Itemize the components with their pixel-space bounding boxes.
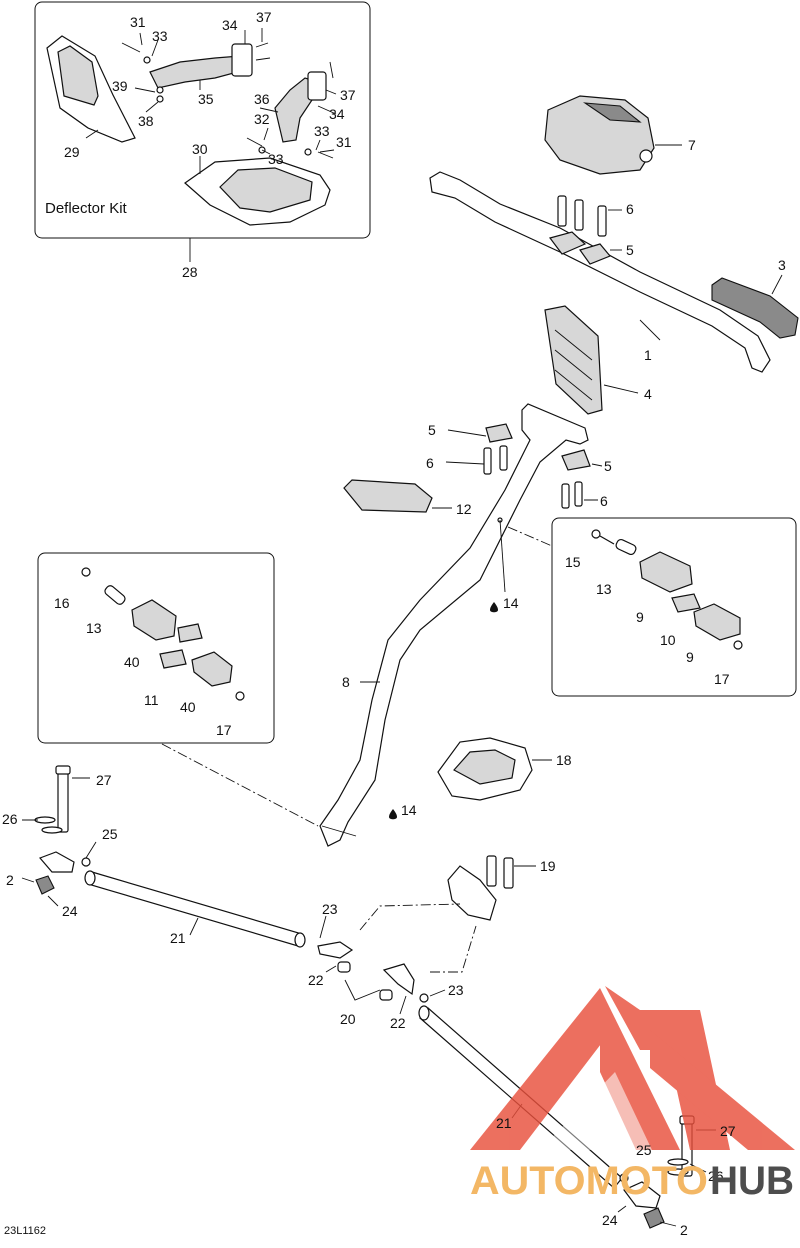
callout-22: 22 bbox=[390, 1015, 406, 1031]
callout-27: 27 bbox=[720, 1123, 736, 1139]
callout-9: 9 bbox=[686, 649, 694, 665]
lubricant-drop-icon bbox=[389, 809, 397, 820]
callout-12: 12 bbox=[456, 501, 472, 517]
callout-19: 19 bbox=[540, 858, 556, 874]
callout-17: 17 bbox=[714, 671, 730, 687]
column-detail-inset-left bbox=[37, 552, 319, 827]
callout-4: 4 bbox=[644, 386, 652, 402]
callout-21: 21 bbox=[170, 930, 186, 946]
callout-31: 31 bbox=[130, 14, 146, 30]
callout-5: 5 bbox=[604, 458, 612, 474]
callout-33: 33 bbox=[152, 28, 168, 44]
callout-33: 33 bbox=[314, 123, 330, 139]
callout-16: 16 bbox=[54, 595, 70, 611]
clamp-bolts-top bbox=[548, 195, 622, 265]
callout-18: 18 bbox=[556, 752, 572, 768]
callout-34: 34 bbox=[329, 106, 345, 122]
callout-24: 24 bbox=[62, 903, 78, 919]
centre-hardware bbox=[317, 855, 536, 1015]
callout-5: 5 bbox=[428, 422, 436, 438]
callout-24: 24 bbox=[602, 1212, 618, 1228]
callout-25: 25 bbox=[636, 1142, 652, 1158]
callout-23: 23 bbox=[322, 901, 338, 917]
callout-31: 31 bbox=[336, 134, 352, 150]
callout-38: 38 bbox=[138, 113, 154, 129]
deflector-left-part bbox=[46, 35, 136, 143]
handlebar-pad-part bbox=[544, 95, 682, 175]
callout-13: 13 bbox=[86, 620, 102, 636]
watermark-text-right: HUB bbox=[710, 1159, 794, 1203]
callout-9: 9 bbox=[636, 609, 644, 625]
callout-37: 37 bbox=[340, 87, 356, 103]
callout-39: 39 bbox=[112, 78, 128, 94]
callout-6: 6 bbox=[600, 493, 608, 509]
callout-20: 20 bbox=[340, 1011, 356, 1027]
callout-37: 37 bbox=[256, 9, 272, 25]
column-detail-inset-right bbox=[507, 517, 797, 697]
callout-15: 15 bbox=[565, 554, 581, 570]
callout-6: 6 bbox=[626, 201, 634, 217]
watermark-logo bbox=[470, 986, 795, 1150]
callout-2: 2 bbox=[6, 872, 14, 888]
callout-6: 6 bbox=[426, 455, 434, 471]
bracket-right-part bbox=[274, 71, 327, 143]
callout-40: 40 bbox=[124, 654, 140, 670]
callout-13: 13 bbox=[596, 581, 612, 597]
callout-5: 5 bbox=[626, 242, 634, 258]
callout-26: 26 bbox=[708, 1168, 724, 1184]
callout-22: 22 bbox=[308, 972, 324, 988]
callout-29: 29 bbox=[64, 144, 80, 160]
plate-part bbox=[343, 479, 452, 513]
deflector-right-part bbox=[184, 157, 331, 226]
callout-11: 11 bbox=[144, 692, 159, 708]
callout-3: 3 bbox=[778, 257, 786, 273]
pad-part bbox=[437, 737, 552, 801]
callout-21: 21 bbox=[496, 1115, 512, 1131]
callout-8: 8 bbox=[342, 674, 350, 690]
callout-40: 40 bbox=[180, 699, 196, 715]
clamp-bolts-mid bbox=[445, 423, 603, 509]
callout-23: 23 bbox=[448, 982, 464, 998]
riser-part bbox=[544, 305, 639, 415]
steering-column-part bbox=[319, 403, 589, 847]
deflector-kit-title: Deflector Kit bbox=[45, 200, 128, 217]
callout-25: 25 bbox=[102, 826, 118, 842]
callout-14: 14 bbox=[503, 595, 519, 611]
callout-36: 36 bbox=[254, 91, 270, 107]
callout-34: 34 bbox=[222, 17, 238, 33]
handlebar-part bbox=[429, 171, 771, 373]
callout-1: 1 bbox=[644, 347, 652, 363]
callout-26: 26 bbox=[2, 811, 18, 827]
callout-33: 33 bbox=[268, 151, 284, 167]
callout-35: 35 bbox=[198, 91, 214, 107]
callout-32: 32 bbox=[254, 111, 270, 127]
bracket-left-part bbox=[149, 43, 253, 89]
right-end-hardware bbox=[617, 1115, 716, 1229]
left-end-hardware bbox=[21, 765, 97, 907]
watermark-text-left: AUTOMOTO bbox=[470, 1159, 708, 1203]
callout-14: 14 bbox=[401, 802, 417, 818]
callout-10: 10 bbox=[660, 632, 676, 648]
lubricant-drop-icon bbox=[490, 602, 498, 613]
callout-30: 30 bbox=[192, 141, 208, 157]
callout-17: 17 bbox=[216, 722, 232, 738]
callout-2: 2 bbox=[680, 1222, 688, 1238]
grip-part bbox=[711, 274, 799, 339]
deflector-kit-inset bbox=[34, 1, 371, 262]
callout-27: 27 bbox=[96, 772, 112, 788]
tie-rod-left-part bbox=[84, 870, 306, 948]
reference-code: 23L1162 bbox=[4, 1225, 46, 1237]
callout-7: 7 bbox=[688, 137, 696, 153]
callout-28: 28 bbox=[182, 264, 198, 280]
